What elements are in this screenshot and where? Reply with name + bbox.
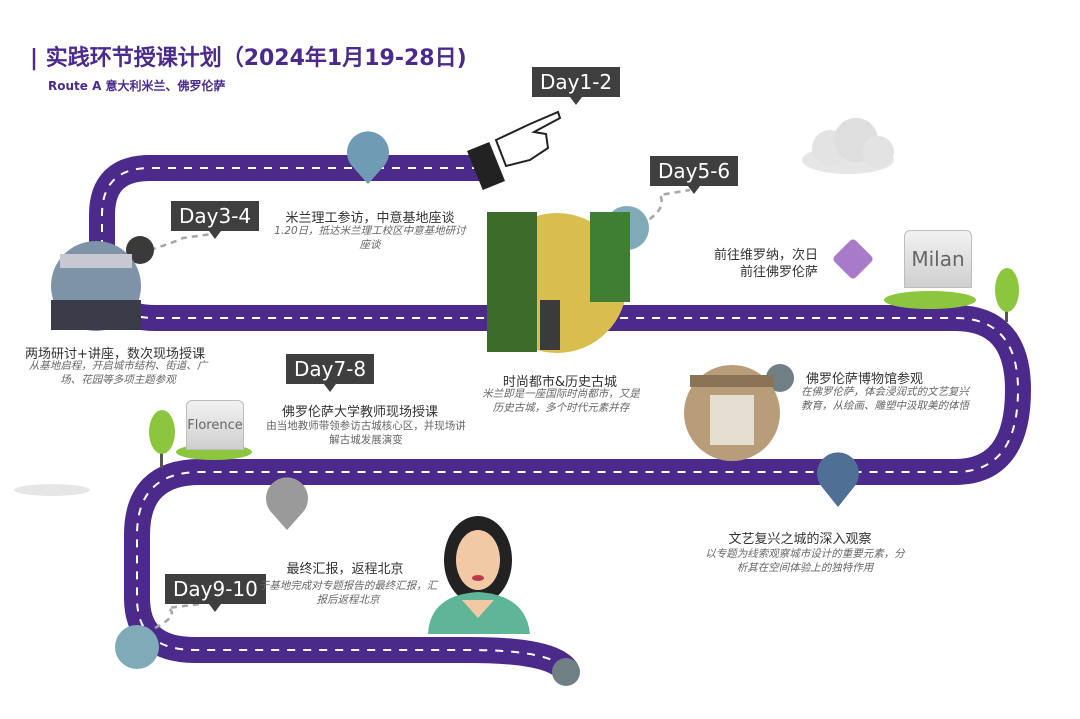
day-tag: Day9-10	[165, 574, 266, 612]
day-tag: Day3-4	[171, 201, 260, 239]
city-sign-label: Florence	[187, 417, 243, 433]
grass	[884, 291, 976, 309]
stop-dot	[115, 625, 159, 669]
museum-photo	[684, 365, 780, 461]
connector-lines	[149, 188, 691, 630]
stop-description: 以专题为线索观察城市设计的重要元素，分析其在空间体验上的独特作用	[705, 548, 905, 574]
stop-title: 前往维罗纳，次日前往佛罗伦萨	[713, 248, 818, 280]
stop-title: 文艺复兴之城的深入观察	[728, 532, 872, 547]
day-tag: Day1-2	[532, 67, 621, 105]
stop-description: 在佛罗伦萨，体会浸润式的文艺复兴教育，从绘画、雕塑中汲取美的体悟	[801, 386, 969, 412]
tree-icon	[995, 268, 1019, 322]
stop-description: 1.20日，抵达米兰理工校区中意基地研讨座谈	[274, 225, 466, 251]
map-pin-icon	[817, 452, 859, 507]
woman-avatar-icon	[428, 516, 530, 634]
group-photo	[51, 241, 141, 331]
city-sign-florence: Florence	[186, 400, 244, 450]
stop-title: 佛罗伦萨博物馆参观	[806, 372, 924, 387]
day-tag: Day7-8	[286, 354, 375, 392]
stop-description: 从基地启程，开启城市结构、街道、广场、花园等多项主题参观	[28, 360, 208, 386]
stop-title: 时尚都市&历史古城	[502, 375, 618, 390]
stop-description: 由当地教师带领参访古城核心区，并现场讲解古城发展演变	[266, 420, 466, 446]
city-sign-milan: Milan	[904, 230, 972, 288]
stop-description: 于基地完成对专题报告的最终汇报，汇报后返程北京	[258, 580, 438, 606]
day-tag: Day5-6	[650, 156, 739, 194]
page-subtitle: Route A 意大利米兰、佛罗伦萨	[48, 79, 226, 93]
cloud-icon	[14, 484, 90, 496]
city-sign-label: Milan	[911, 247, 965, 271]
stop-title: 最终汇报，返程北京	[286, 562, 404, 577]
tree-icon	[149, 410, 175, 468]
pointing-hand-icon	[467, 110, 562, 190]
stop-description: 米兰即是一座国际时尚都市，又是历史古城，多个时代元素并存	[482, 388, 640, 414]
stop-title: 两场研讨+讲座，数次现场授课	[25, 347, 205, 362]
stop-title: 米兰理工参访，中意基地座谈	[285, 211, 455, 226]
diamond-icon	[833, 239, 873, 279]
map-pin-icon	[347, 131, 389, 184]
page-title: | 实践环节授课计划（2024年1月19-28日)	[30, 46, 467, 71]
map-pin-icon	[265, 477, 309, 530]
stop-title: 佛罗伦萨大学教师现场授课	[281, 405, 438, 420]
building-photo	[487, 212, 630, 353]
stop-dot	[126, 236, 154, 264]
stop-dot	[552, 658, 580, 686]
cloud-icon	[802, 118, 894, 174]
